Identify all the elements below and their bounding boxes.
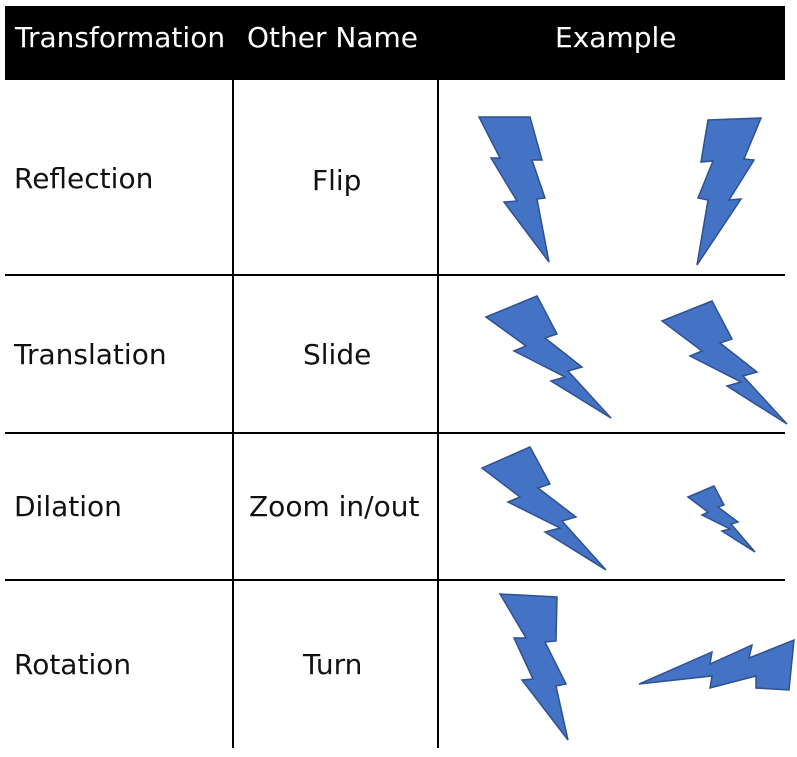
- row-dilation-transformation: Dilation: [14, 490, 122, 523]
- lightning-bolt-icon: [696, 117, 763, 266]
- lightning-bolt-icon: [480, 446, 607, 571]
- lightning-bolt-icon: [477, 116, 550, 263]
- column-divider: [437, 80, 439, 748]
- header-example: Example: [555, 21, 677, 54]
- lightning-bolt-icon: [484, 295, 612, 419]
- lightning-bolt-icon: [638, 638, 795, 691]
- lightning-bolt-icon: [660, 300, 788, 425]
- row-dilation-other-name: Zoom in/out: [249, 490, 420, 523]
- row-divider: [5, 579, 785, 581]
- lightning-bolt-icon: [498, 593, 569, 741]
- row-translation-transformation: Translation: [14, 338, 167, 371]
- header-transformation: Transformation: [15, 21, 226, 54]
- column-divider: [232, 80, 234, 748]
- row-divider: [5, 274, 785, 276]
- row-rotation-transformation: Rotation: [14, 648, 132, 681]
- row-divider: [5, 432, 785, 434]
- row-translation-other-name: Slide: [303, 338, 372, 371]
- row-rotation-other-name: Turn: [303, 648, 363, 681]
- row-reflection-transformation: Reflection: [14, 162, 154, 195]
- lightning-bolt-icon: [686, 485, 756, 553]
- header-other-name: Other Name: [247, 21, 419, 54]
- row-reflection-other-name: Flip: [312, 164, 362, 197]
- table-header: [5, 6, 785, 80]
